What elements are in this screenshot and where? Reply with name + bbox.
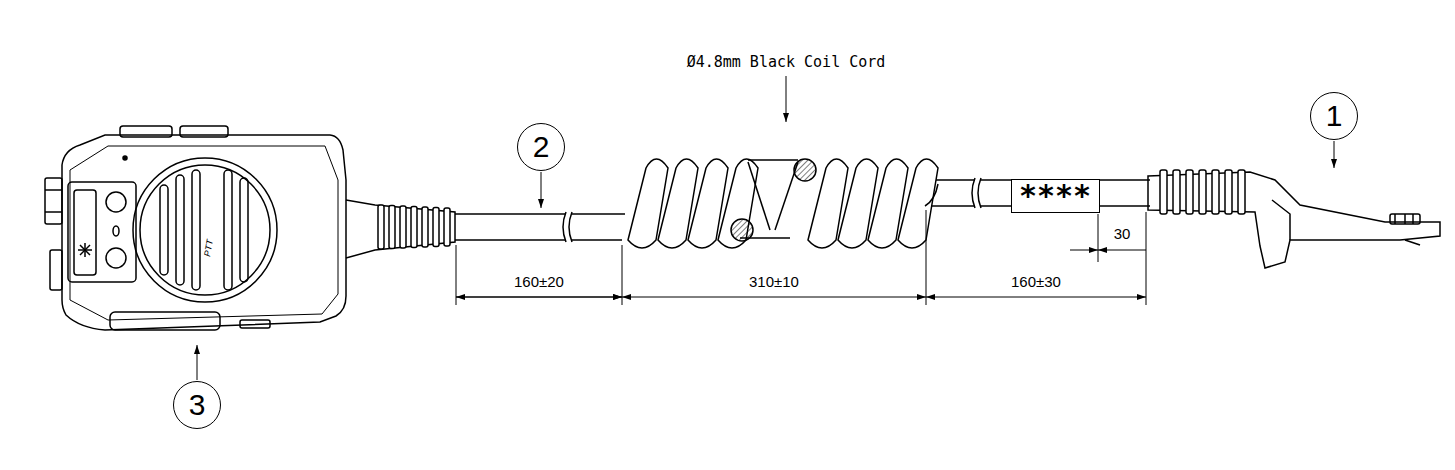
strain-relief-ridges <box>1160 170 1245 214</box>
node-text: 3 <box>189 388 206 422</box>
cord <box>455 178 1150 242</box>
node-text: 1 <box>1326 99 1343 133</box>
coil-cord <box>628 159 938 248</box>
leader-lines <box>197 76 1334 380</box>
callout-number: 3 <box>173 381 221 429</box>
dimension: 160±20 <box>514 273 564 290</box>
callout-number: 2 <box>517 123 565 171</box>
dimension-arrows <box>456 297 1146 298</box>
node-text: **** <box>1019 181 1091 211</box>
speaker-microphone <box>45 126 455 330</box>
dimension: 160±30 <box>1011 273 1061 290</box>
dimension: 310±10 <box>749 273 799 290</box>
node-text: 2 <box>533 130 550 164</box>
dimension: 30 <box>1114 225 1131 242</box>
cord-spec: Ø4.8mm Black Coil Cord <box>687 53 886 71</box>
callout-number: 1 <box>1310 92 1358 140</box>
ptt-marking: PTT <box>201 238 214 258</box>
coil-cross-section <box>731 159 816 241</box>
dimension-lines <box>456 210 1146 305</box>
strain-relief-ridges <box>378 205 450 249</box>
label-tag: **** <box>1011 179 1100 213</box>
